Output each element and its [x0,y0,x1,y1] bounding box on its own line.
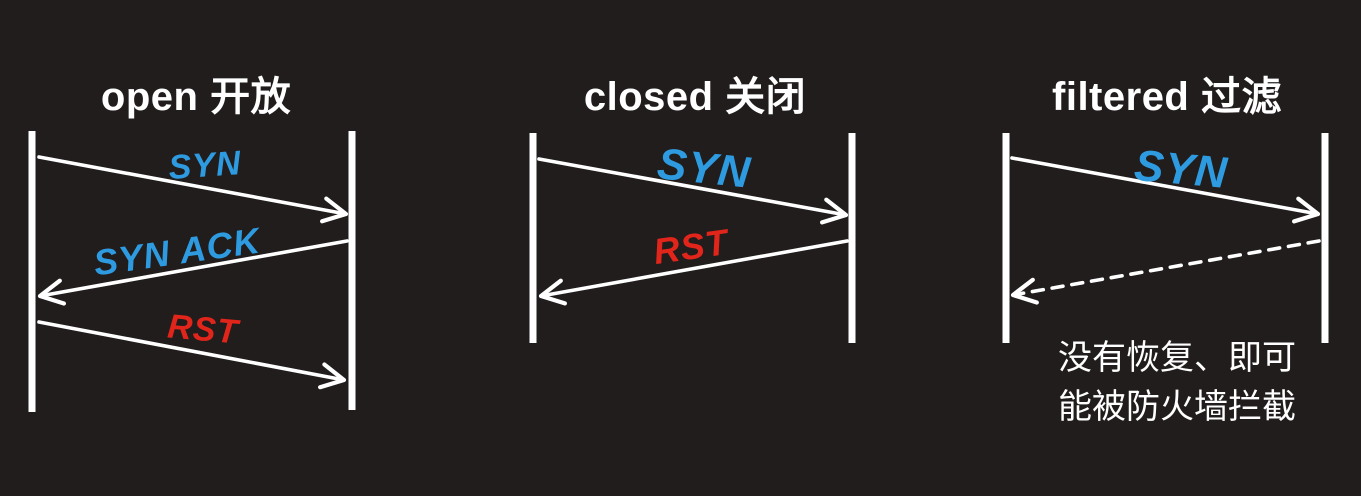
filtered-syn-label: SYN [1132,141,1230,198]
filtered-no-reply-arrow-head [1010,277,1039,305]
panel-title-closed: closed 关闭 [583,75,807,119]
open-rst-arrow-head [318,362,347,390]
open-rst-arrow [37,320,346,382]
closed-syn-arrow [537,157,848,217]
panel-title-open: open 开放 [100,75,292,119]
panel-title-filtered: filtered 过滤 [1052,75,1282,119]
filtered-caption-line-1: 没有恢复、即可 [1058,339,1296,377]
filtered-syn-arrow [1010,156,1320,216]
open-syn-arrow [37,155,348,216]
open-rst-label: RST [166,307,241,352]
closed-syn-label: SYN [655,139,754,198]
filtered-caption: 没有恢复、即可 能被防火墙拦截 [1058,334,1296,432]
closed-syn-arrow-head [820,197,849,225]
open-syn-label: SYN [167,144,243,187]
open-syn-arrow-head [320,196,349,224]
closed-rst-arrow-head [538,278,567,306]
filtered-no-reply-arrow [1011,239,1321,297]
filtered-syn-arrow-head [1292,196,1321,224]
open-syn-ack-arrow [38,239,349,298]
filtered-caption-line-2: 能被防火墙拦截 [1058,388,1296,426]
closed-rst-arrow [539,239,849,298]
open-syn-ack-arrow-head [37,278,66,306]
